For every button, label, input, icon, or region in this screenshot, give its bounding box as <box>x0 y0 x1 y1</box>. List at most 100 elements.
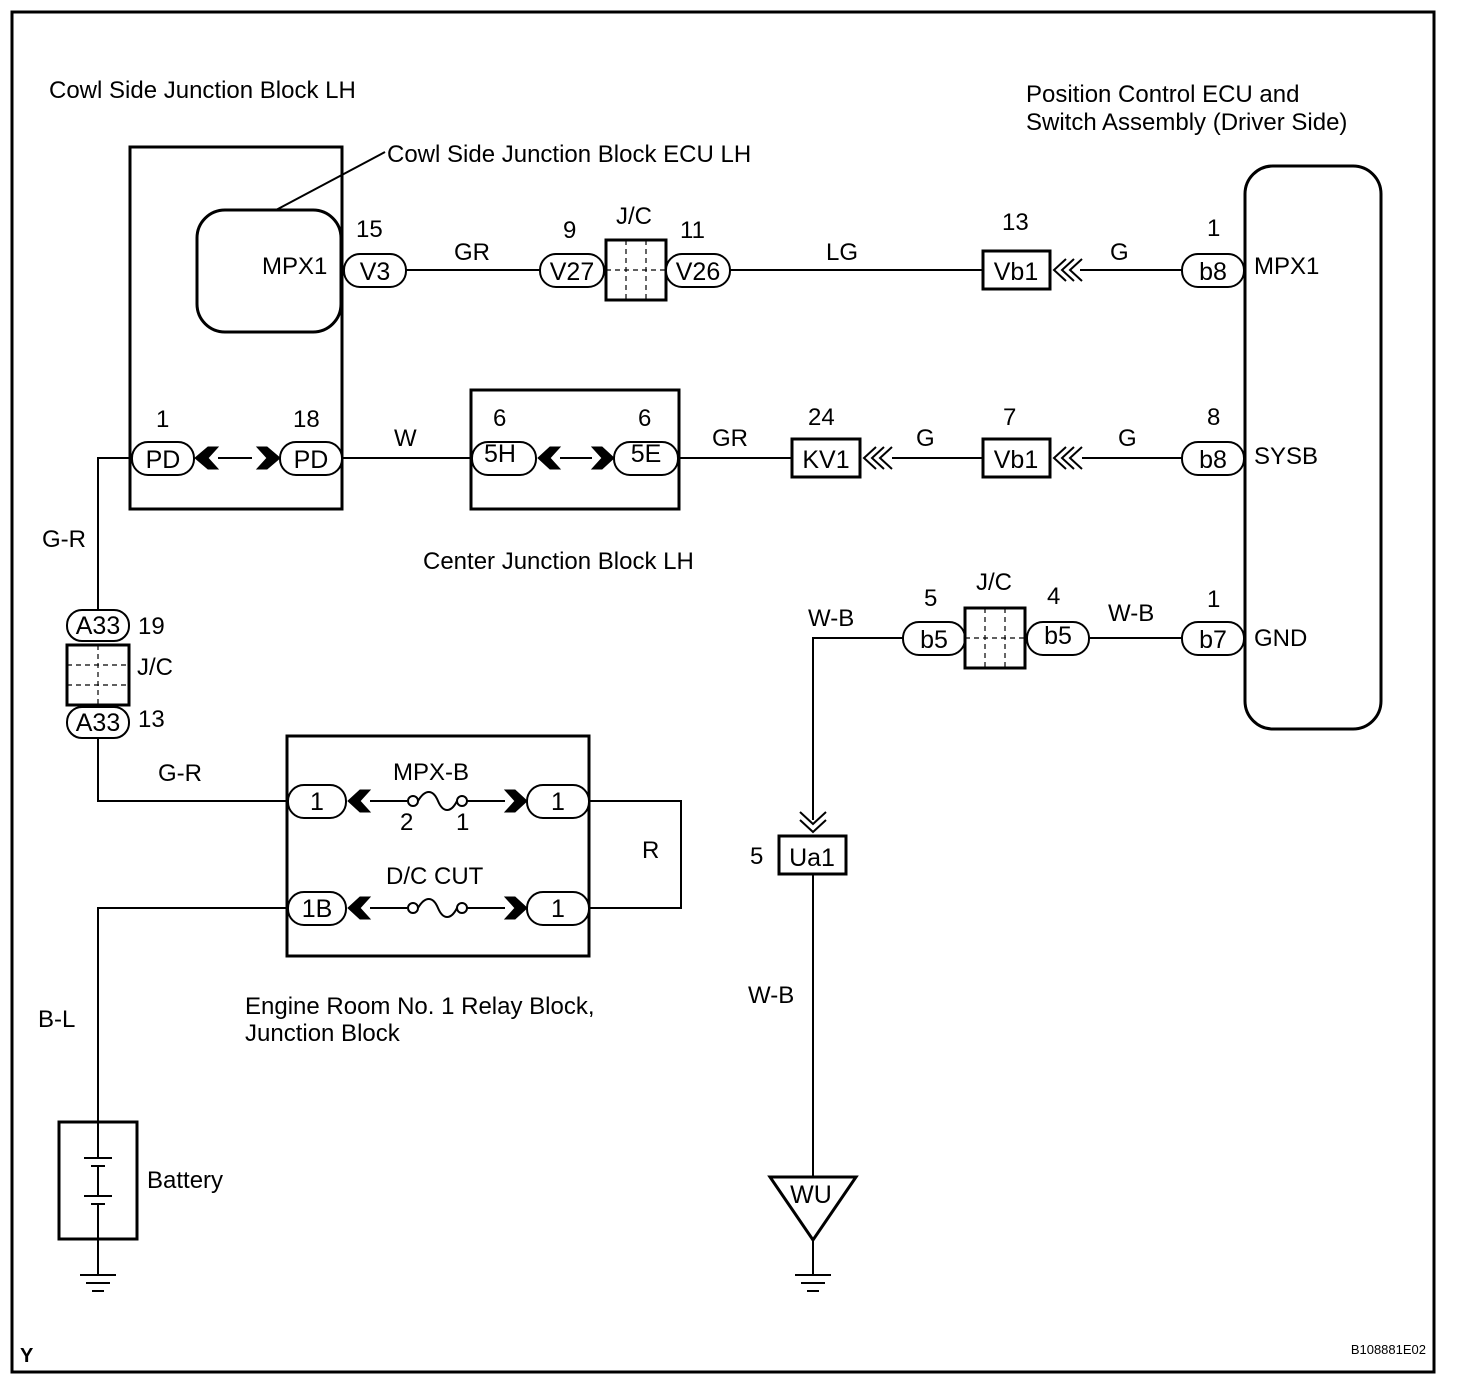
cowl-jb-title: Cowl Side Junction Block LH <box>49 77 356 104</box>
terminal-arrow-erb-1 <box>347 789 372 813</box>
connector-erb-1-right-label: 1 <box>551 788 565 816</box>
pos-sysb-terminal: SYSB <box>1254 443 1318 470</box>
wire-label-gr-2: G <box>1110 239 1129 266</box>
wire-label-g-1: G <box>916 425 935 452</box>
connector-b7 <box>1181 621 1245 656</box>
terminal-arrow-pd-right <box>255 446 281 470</box>
pos-ecu-box <box>1243 164 1383 731</box>
pin-vb1-top: 13 <box>1002 209 1029 236</box>
connector-kv1 <box>790 437 862 479</box>
connector-v3 <box>343 253 407 288</box>
engine-rb-title-1: Engine Room No. 1 Relay Block, <box>245 993 595 1020</box>
connector-erb-1-left-label: 1 <box>310 788 324 816</box>
fuse-dccut-icon <box>417 898 458 918</box>
pin-pd-right: 18 <box>293 406 320 433</box>
wire-label-gr-3: GR <box>712 425 748 452</box>
battery-icon <box>84 1122 112 1239</box>
connector-b8-top-label: b8 <box>1199 258 1227 286</box>
pin-5e: 6 <box>638 405 651 432</box>
connector-vb1-mid-label: Vb1 <box>994 446 1038 474</box>
terminal-arrow-pd-left <box>194 446 220 470</box>
jc-gnd-label: J/C <box>976 569 1012 596</box>
connector-kv1-label: KV1 <box>802 446 849 474</box>
inline-arrow-top <box>1052 258 1083 282</box>
wire-battery <box>97 907 288 1122</box>
connector-v3-label: V3 <box>360 258 391 286</box>
connector-5e <box>613 441 679 476</box>
fuse-mpxb-icon <box>417 791 458 811</box>
wire-erb-loop <box>589 800 682 909</box>
terminal-arrow-5h <box>537 446 562 470</box>
connector-b5-right-label: b5 <box>1044 622 1072 650</box>
wire-label-w: W <box>394 425 417 452</box>
connector-b8-top <box>1181 253 1245 288</box>
battery-label: Battery <box>147 1167 223 1194</box>
jc-a33-label: J/C <box>137 654 173 681</box>
pin-b8-top: 1 <box>1207 215 1220 242</box>
connector-a33-top <box>66 609 130 642</box>
pin-b8-mid: 8 <box>1207 404 1220 431</box>
connector-b5-left-label: b5 <box>920 626 948 654</box>
cowl-ecu-box <box>195 208 343 334</box>
figure-id: B108881E02 <box>1351 1342 1426 1357</box>
cowl-ecu-leader <box>275 151 386 211</box>
fuse-mpxb-label: MPX-B <box>393 759 469 786</box>
pin-v3: 15 <box>356 216 383 243</box>
connector-vb1-top-label: Vb1 <box>994 258 1038 286</box>
ecu-mpx1-terminal: MPX1 <box>262 253 327 280</box>
pin-kv1: 24 <box>808 404 835 431</box>
connector-pd-left-label: PD <box>146 446 181 474</box>
pin-vb1-mid: 7 <box>1003 404 1016 431</box>
wire-a33-erb <box>97 738 288 802</box>
inline-arrow-vb1-mid <box>1052 446 1083 470</box>
connector-erb-1-left <box>287 784 347 819</box>
connector-vb1-mid <box>981 437 1052 479</box>
engine-rb-title-2: Junction Block <box>245 1020 401 1047</box>
earth-icon-battery <box>80 1274 116 1292</box>
connector-a33-top-label: A33 <box>76 612 120 640</box>
pin-a33-bot: 13 <box>138 706 165 733</box>
fuse-dccut-label: D/C CUT <box>386 863 484 890</box>
fuse-dccut-term-right <box>456 902 468 914</box>
ground-point-wu-label: WU <box>790 1181 832 1209</box>
connector-5e-label: 5E <box>631 440 662 468</box>
connector-b8-mid <box>1181 441 1245 476</box>
wire-label-g-2: G <box>1118 425 1137 452</box>
connector-vb1-top <box>981 249 1052 291</box>
inline-arrow-kv1 <box>862 446 893 470</box>
fuse-mpxb-term-right <box>456 795 468 807</box>
wire-label-gr-1: GR <box>454 239 490 266</box>
inline-arrow-ua1 <box>799 811 827 834</box>
fuse-mpxb-pin-right: 1 <box>456 809 469 836</box>
jc-top-label: J/C <box>616 203 652 230</box>
pin-a33-top: 19 <box>138 613 165 640</box>
connector-5h <box>471 441 537 476</box>
pin-b5-right: 4 <box>1047 583 1060 610</box>
terminal-arrow-erb-1b <box>347 896 372 920</box>
connector-v26 <box>665 253 731 288</box>
center-jb-title: Center Junction Block LH <box>423 548 694 575</box>
wire-label-gr-left-1: G-R <box>42 526 86 553</box>
terminal-arrow-erb-1-right <box>503 789 528 813</box>
pin-pd-left: 1 <box>156 406 169 433</box>
connector-pd-right-label: PD <box>294 446 329 474</box>
terminal-arrow-erb-1-right2 <box>503 896 528 920</box>
pin-ua1: 5 <box>750 843 763 870</box>
wire-label-lg: LG <box>826 239 858 266</box>
connector-b7-label: b7 <box>1199 626 1227 654</box>
connector-v27 <box>539 253 605 288</box>
pin-v26: 11 <box>680 217 705 244</box>
connector-erb-1-right2-label: 1 <box>551 895 565 923</box>
wire-label-r: R <box>642 837 659 864</box>
wire-label-wb-2: W-B <box>808 605 854 632</box>
connector-v27-label: V27 <box>550 258 594 286</box>
earth-icon-wu <box>795 1274 831 1292</box>
connector-a33-bot-label: A33 <box>76 709 120 737</box>
connector-ua1-label: Ua1 <box>789 844 835 872</box>
pos-ecu-title-1: Position Control ECU and <box>1026 81 1299 108</box>
fuse-dccut-term-left <box>407 902 419 914</box>
pos-mpx1-terminal: MPX1 <box>1254 253 1319 280</box>
pos-ecu-title-2: Switch Assembly (Driver Side) <box>1026 109 1347 136</box>
connector-v26-label: V26 <box>676 258 720 286</box>
